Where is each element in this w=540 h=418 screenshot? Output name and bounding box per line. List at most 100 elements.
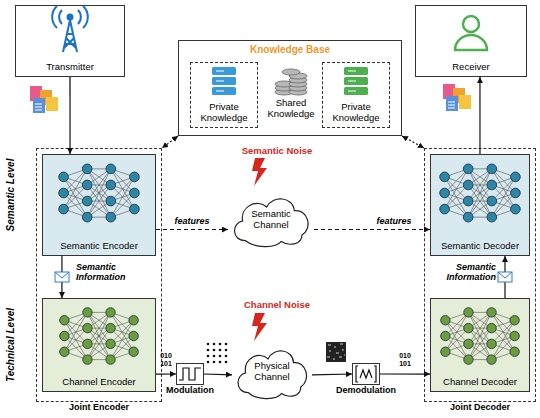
neural-network-icon — [440, 164, 520, 222]
node-label: Modulation — [137, 385, 243, 395]
coin — [289, 81, 307, 87]
file-icon — [30, 86, 42, 101]
receiver-box: Receiver — [415, 5, 527, 77]
node-label: Receiver — [416, 62, 526, 73]
node-label: Physical Channel — [240, 361, 304, 383]
demodulation-box: Demodulation — [352, 363, 380, 385]
coin — [275, 81, 293, 87]
envelope-icon — [498, 272, 512, 282]
tower-body — [63, 20, 77, 52]
constellation-dot — [219, 355, 222, 358]
node-label: Transmitter — [16, 62, 124, 73]
noise-patch — [326, 342, 346, 362]
person-head — [463, 16, 479, 32]
node-label: Semantic Encoder — [43, 241, 155, 252]
server-unit — [212, 87, 236, 95]
constellation-dot — [207, 343, 210, 346]
lightning-bolt — [252, 313, 267, 341]
coin — [275, 85, 293, 91]
neural-network-icon — [59, 164, 139, 222]
connector-label: 010 101 — [157, 352, 175, 367]
noise-label: Channel Noise — [232, 300, 322, 312]
square-wave-icon — [179, 368, 201, 380]
file-icons — [443, 84, 471, 111]
node-label: Knowledge Base — [179, 44, 401, 56]
connector-label: Semantic Information — [438, 262, 496, 283]
file-icon — [459, 95, 471, 109]
lightning-bolt — [252, 158, 267, 186]
arrow-connector — [479, 77, 480, 154]
constellation-dot — [219, 343, 222, 346]
server-unit — [344, 87, 368, 95]
envelope-body — [55, 272, 69, 282]
server-unit — [344, 67, 368, 75]
envelope-flap — [498, 272, 512, 278]
level-label: Technical Level — [5, 290, 19, 400]
cloud-outline — [235, 199, 309, 247]
envelope-icon — [55, 272, 69, 282]
node-label: Private Knowledge — [191, 102, 257, 124]
person-icon — [455, 16, 487, 50]
node-label: Channel Decoder — [431, 377, 529, 388]
neural-network-icon — [60, 308, 139, 365]
constellation-dot — [219, 361, 222, 364]
noise-specks — [327, 344, 345, 359]
constellation-dot — [207, 349, 210, 352]
knowledge-label: Shared Knowledge — [266, 98, 316, 124]
server-icon — [344, 67, 368, 95]
file-lines — [35, 104, 42, 110]
server-lines — [348, 71, 356, 91]
constellation-icon — [207, 343, 228, 364]
semantic-encoder-box: Semantic Encoder — [42, 154, 156, 256]
arrow-connector — [204, 373, 232, 375]
file-icon — [446, 96, 458, 111]
node-label: Demodulation — [313, 385, 419, 395]
server-lines — [216, 71, 224, 91]
constellation-dot — [225, 349, 228, 352]
tower-icon — [52, 6, 88, 52]
constellation-dot — [207, 361, 210, 364]
file-icon — [453, 88, 465, 103]
node-label: Private Knowledge — [323, 102, 389, 124]
server-unit — [344, 77, 368, 85]
arrow-connector — [162, 136, 178, 148]
node-label: Semantic Channel — [236, 209, 306, 231]
envelope-body — [498, 272, 512, 282]
transmitter-box: Transmitter — [15, 5, 125, 77]
private-knowledge-box: Private Knowledge — [190, 62, 258, 128]
coin — [282, 69, 300, 75]
constellation-dot — [213, 343, 216, 346]
node-label: Channel Encoder — [43, 377, 155, 388]
coins-icon — [275, 69, 307, 95]
tower-antenna — [68, 15, 73, 20]
channel-decoder-box: Channel Decoder — [430, 298, 530, 392]
constellation-dot — [225, 355, 228, 358]
constellation-dot — [213, 361, 216, 364]
signal-waves — [52, 6, 88, 28]
cloud-outline — [238, 351, 306, 399]
file-icon — [40, 90, 52, 105]
coin — [289, 77, 307, 83]
constellation-dot — [207, 355, 210, 358]
node-label: Semantic Decoder — [431, 241, 529, 252]
arrow-connector — [312, 373, 352, 375]
file-icons — [30, 86, 58, 113]
physical-channel-cloud: Physical Channel — [232, 344, 312, 400]
constellation-dot — [225, 343, 228, 346]
constellation-dot — [213, 349, 216, 352]
level-label: Semantic Level — [5, 140, 19, 250]
knowledge-base-box: Knowledge BasePrivate Knowledge Private K… — [178, 40, 402, 136]
noise-label: Semantic Noise — [232, 146, 322, 158]
coin — [289, 73, 307, 79]
noisy-signal-icon — [326, 342, 346, 362]
arrow-connector — [156, 229, 228, 230]
file-icon — [33, 98, 45, 113]
arrow-connector — [156, 373, 176, 374]
constellation-dot — [219, 349, 222, 352]
constellation-dot — [225, 361, 228, 364]
arrow-connector — [61, 256, 62, 298]
arrow-connector — [504, 256, 505, 298]
constellation-dot — [213, 355, 216, 358]
